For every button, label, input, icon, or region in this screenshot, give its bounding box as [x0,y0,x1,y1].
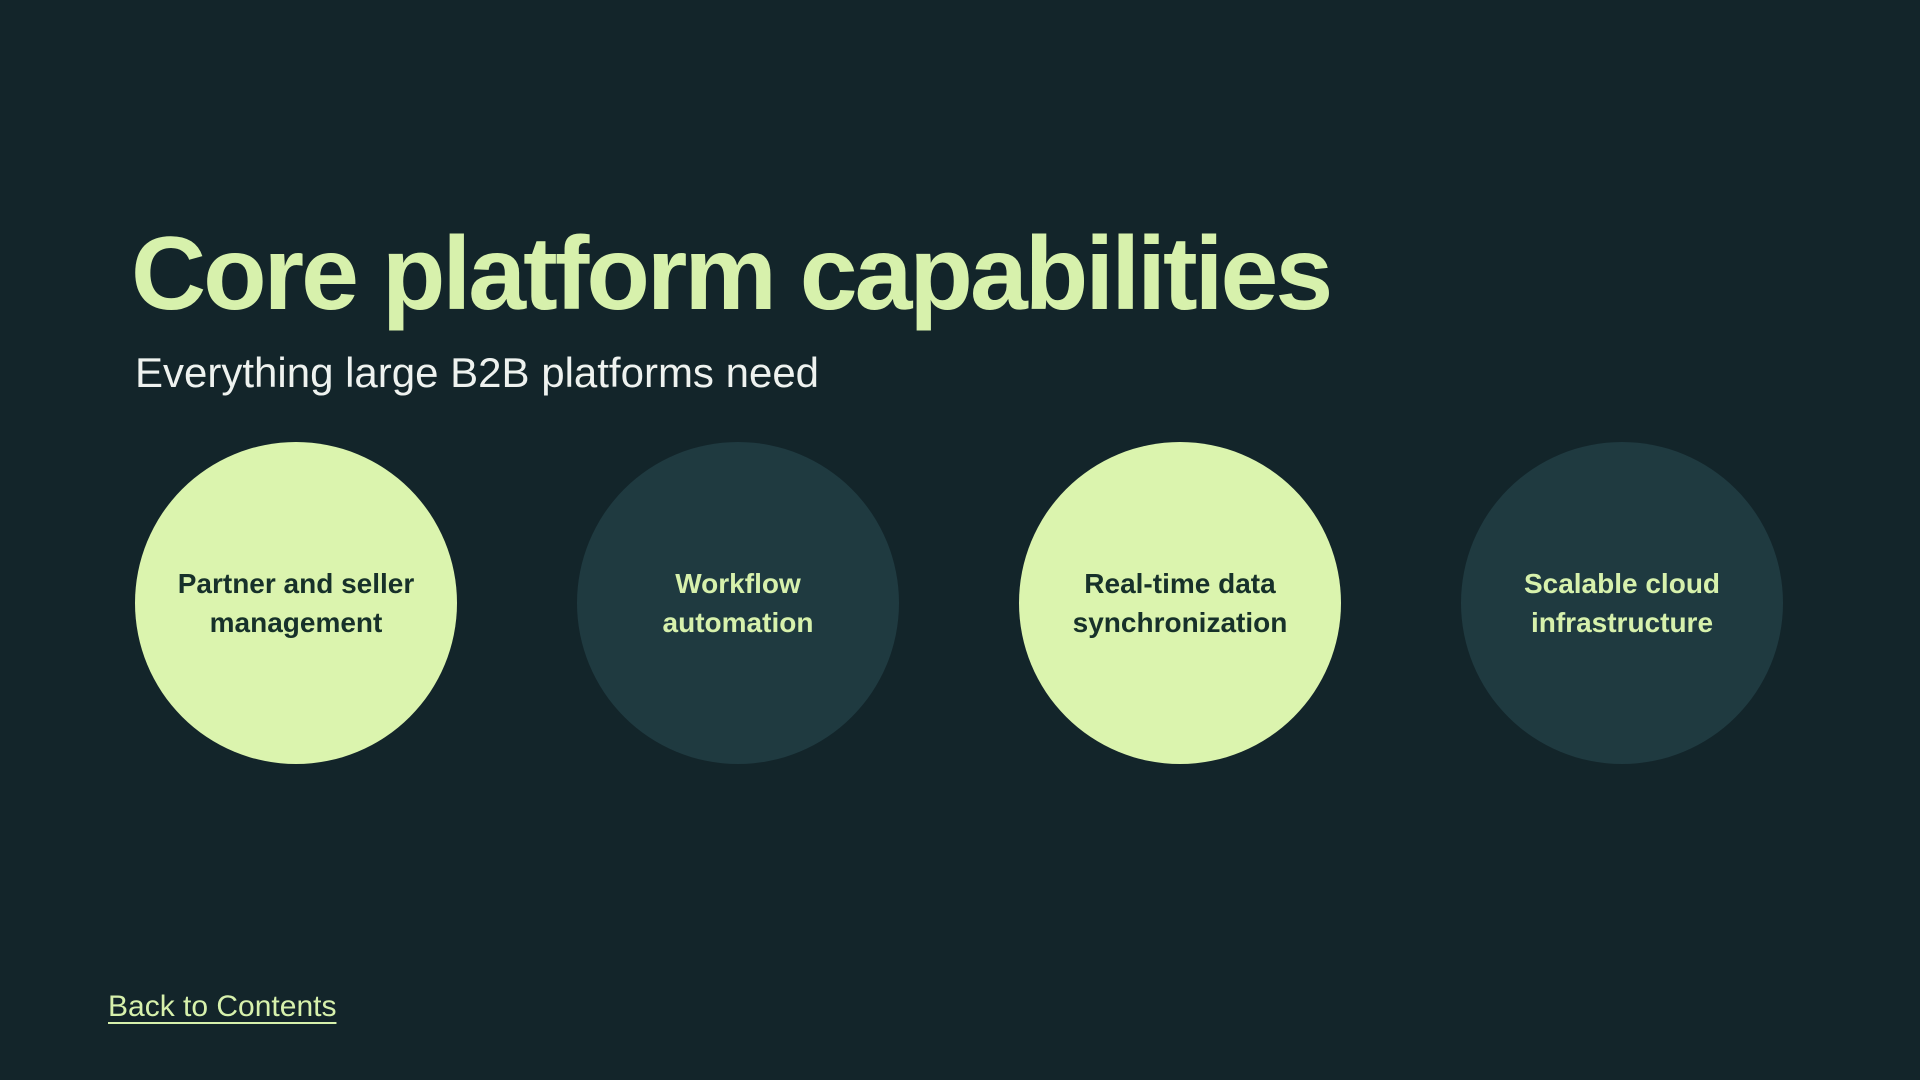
back-to-contents-link[interactable]: Back to Contents [108,990,337,1023]
page-subtitle: Everything large B2B platforms need [135,349,820,396]
capability-label: Partner and seller management [177,567,415,638]
capability-circle-realtime-data-synchronization: Real-time data synchronization [1019,442,1341,764]
capability-circle-partner-seller-management: Partner and seller management [135,442,457,764]
capability-label: Workflow automation [662,567,814,638]
capability-label: Scalable cloud infrastructure [1523,567,1721,638]
capabilities-row: Partner and seller management Workflow a… [135,442,1783,764]
capability-label: Real-time data synchronization [1072,567,1288,638]
capability-circle-workflow-automation: Workflow automation [577,442,899,764]
page-title: Core platform capabilities [131,216,1333,332]
capability-circle-scalable-cloud-infrastructure: Scalable cloud infrastructure [1461,442,1783,764]
